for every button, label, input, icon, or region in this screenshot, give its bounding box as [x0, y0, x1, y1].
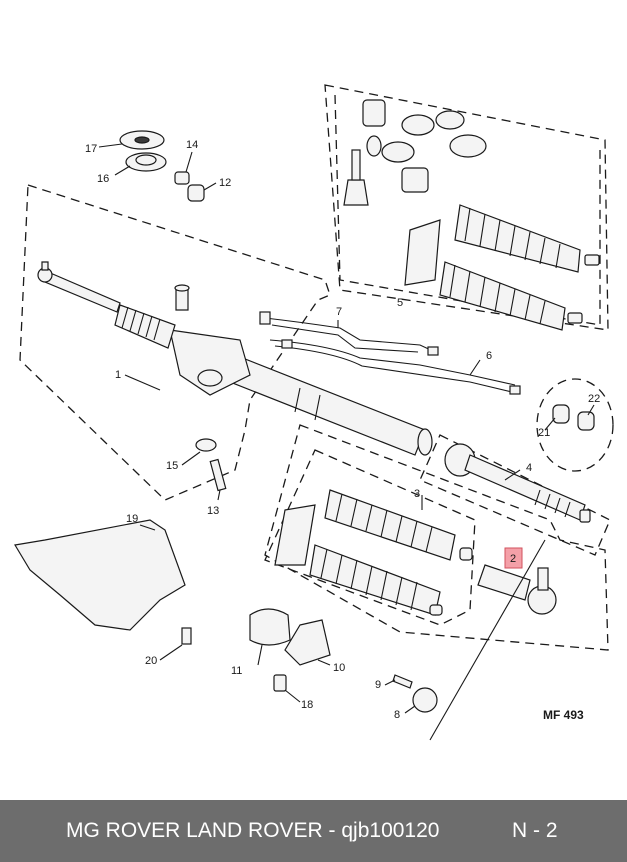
- label-16: 16: [97, 173, 109, 185]
- label-21: 21: [538, 427, 550, 439]
- label-3: 3: [414, 488, 420, 500]
- clamp-10: [284, 619, 331, 666]
- footer-part-number: N - 2: [512, 819, 558, 842]
- leader-lines: [98, 143, 595, 741]
- label-14: 14: [186, 139, 198, 151]
- gaiter-kit-5: [343, 99, 600, 331]
- label-6: 6: [486, 350, 492, 362]
- label-8: 8: [394, 709, 400, 721]
- label-18: 18: [301, 699, 313, 711]
- fluid-pipes: [259, 311, 521, 395]
- bolt-18: [273, 674, 287, 692]
- outline-assembly-1: [19, 184, 331, 501]
- outline-group-2: [264, 424, 609, 651]
- label-4: 4: [526, 462, 532, 474]
- label-10: 10: [333, 662, 345, 674]
- split-pin-9: [392, 674, 413, 689]
- label-13: 13: [207, 505, 219, 517]
- label-19: 19: [126, 513, 138, 525]
- exploded-parts-diagram: 1 2 3 4 5 6 7 8 9 10 11 12 13 14 15 16 1…: [14, 84, 614, 741]
- castle-nut-8: [412, 687, 438, 713]
- steering-rack: [37, 261, 433, 456]
- washer-15: [195, 438, 217, 452]
- bush-22: [577, 411, 595, 431]
- label-15: 15: [166, 460, 178, 472]
- inner-ball-joint-4: [444, 443, 591, 523]
- gaiter-kit-3: [274, 489, 473, 616]
- bolt-20: [181, 627, 192, 645]
- footer-brand-text: MG ROVER LAND ROVER - qjb100120: [66, 819, 440, 842]
- bolt-13: [209, 458, 227, 492]
- outline-kit-5: [324, 84, 609, 331]
- outline-bushes-21-22: [536, 378, 614, 472]
- heat-shield-19: [14, 519, 186, 631]
- reference-code: MF 493: [543, 708, 584, 722]
- bush-12: [187, 184, 205, 202]
- label-1: 1: [115, 369, 121, 381]
- label-12: 12: [219, 177, 231, 189]
- label-20: 20: [145, 655, 157, 667]
- label-2: 2: [510, 553, 516, 565]
- label-9: 9: [375, 679, 381, 691]
- label-17: 17: [85, 143, 97, 155]
- part-2-highlight: [504, 547, 523, 569]
- bush-14: [174, 171, 190, 185]
- label-7: 7: [336, 306, 342, 318]
- bush-21: [552, 404, 570, 424]
- label-22: 22: [588, 393, 600, 405]
- label-11: 11: [231, 665, 242, 677]
- label-5: 5: [397, 297, 403, 309]
- bush-11: [249, 608, 291, 646]
- footer-bar: MG ROVER LAND ROVER - qjb100120 N - 2: [0, 800, 627, 862]
- tie-rod-end-2: [477, 547, 557, 615]
